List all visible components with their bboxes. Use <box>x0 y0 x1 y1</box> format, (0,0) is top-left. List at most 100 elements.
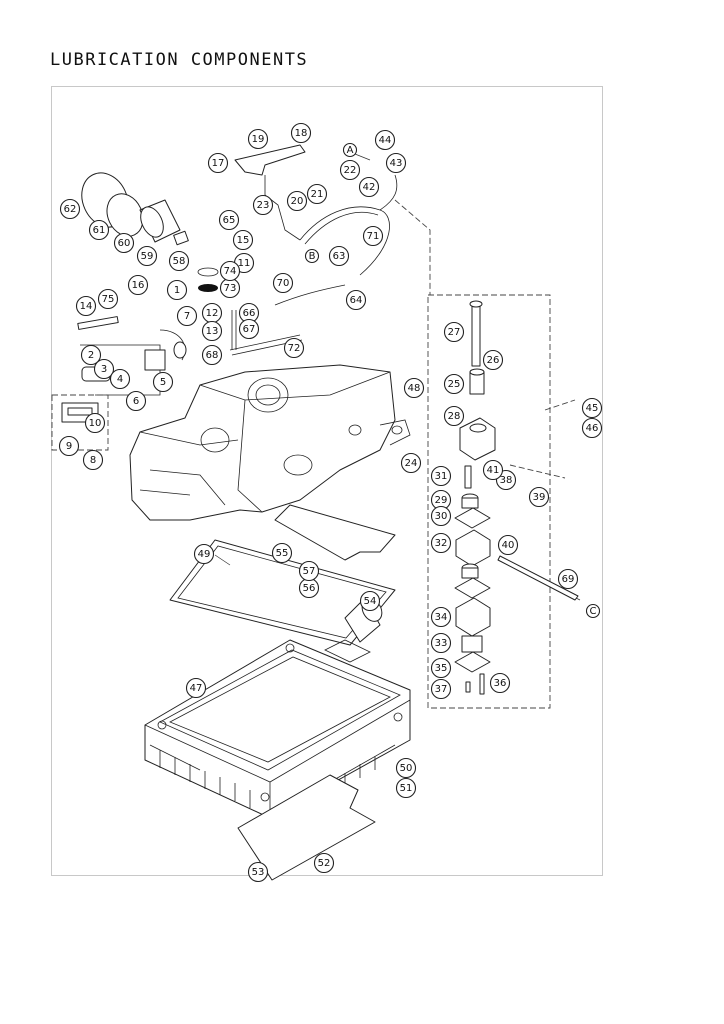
callout-label: 39 <box>533 492 546 503</box>
callout-label: 5 <box>160 377 166 388</box>
callout-label: 24 <box>405 458 418 469</box>
callout-circle <box>313 852 335 874</box>
callout-39: 39 <box>528 486 550 508</box>
callout-9: 9 <box>58 435 80 457</box>
callout-circle <box>283 337 305 359</box>
callout-28: 28 <box>443 405 465 427</box>
callout-circle <box>298 560 320 582</box>
callout-circle <box>395 757 417 779</box>
callout-24: 24 <box>400 452 422 474</box>
callout-circle <box>201 344 223 366</box>
callout-circle <box>136 245 158 267</box>
callout-label: 38 <box>500 475 513 486</box>
callout-label: 28 <box>448 411 461 422</box>
callout-circle <box>247 128 269 150</box>
callout-circle <box>430 657 452 679</box>
callout-label: 59 <box>141 251 154 262</box>
callout-circle <box>342 142 358 158</box>
callout-label: 62 <box>64 204 77 215</box>
callout-circle <box>232 229 254 251</box>
callout-circle <box>218 209 240 231</box>
callout-label: 13 <box>206 326 219 337</box>
callout-56: 56 <box>298 577 320 599</box>
callout-circle <box>430 505 452 527</box>
callout-c: C <box>585 603 601 619</box>
callout-label: 35 <box>435 663 448 674</box>
callout-label: 70 <box>277 278 290 289</box>
callout-label: 21 <box>311 189 324 200</box>
callout-59: 59 <box>136 245 158 267</box>
callout-label: B <box>309 251 316 262</box>
callout-label: 41 <box>487 465 500 476</box>
callout-label: 33 <box>435 638 448 649</box>
callout-label: 71 <box>367 231 380 242</box>
callout-circle <box>430 632 452 654</box>
callout-label: 18 <box>295 128 308 139</box>
callout-label: 2 <box>88 350 94 361</box>
callout-63: 63 <box>328 245 350 267</box>
callout-label: 31 <box>435 471 448 482</box>
callout-circle <box>219 260 241 282</box>
callout-17: 17 <box>207 152 229 174</box>
callout-circle <box>176 305 198 327</box>
callout-label: 42 <box>363 182 376 193</box>
callout-73: 73 <box>219 277 241 299</box>
callout-label: 16 <box>132 280 145 291</box>
callout-circle <box>430 606 452 628</box>
callout-label: 7 <box>184 311 190 322</box>
callout-45: 45 <box>581 397 603 419</box>
callout-circle <box>166 279 188 301</box>
callout-label: 15 <box>237 235 250 246</box>
callout-50: 50 <box>395 757 417 779</box>
callout-circle <box>58 435 80 457</box>
callout-label: 58 <box>173 256 186 267</box>
callout-label: 48 <box>408 383 421 394</box>
callout-60: 60 <box>113 232 135 254</box>
callout-label: 51 <box>400 783 413 794</box>
callout-circle <box>113 232 135 254</box>
callout-label: 8 <box>90 455 96 466</box>
callout-62: 62 <box>59 198 81 220</box>
callout-14: 14 <box>75 295 97 317</box>
callout-36: 36 <box>489 672 511 694</box>
callout-40: 40 <box>497 534 519 556</box>
callout-circle <box>290 122 312 144</box>
callout-70: 70 <box>272 272 294 294</box>
page-title: LUBRICATION COMPONENTS <box>50 50 309 70</box>
callout-circle <box>75 295 97 317</box>
callout-label: 68 <box>206 350 219 361</box>
callout-58: 58 <box>168 250 190 272</box>
callout-label: 67 <box>243 324 256 335</box>
callout-circle <box>82 449 104 471</box>
callout-label: 45 <box>586 403 599 414</box>
callout-circle <box>80 344 102 366</box>
callout-label: 53 <box>252 867 265 878</box>
callout-31: 31 <box>430 465 452 487</box>
callout-circle <box>443 405 465 427</box>
callout-label: 47 <box>190 683 203 694</box>
callout-circle <box>528 486 550 508</box>
callout-71: 71 <box>362 225 384 247</box>
callout-68: 68 <box>201 344 223 366</box>
callout-circle <box>482 349 504 371</box>
callout-33: 33 <box>430 632 452 654</box>
callout-48: 48 <box>403 377 425 399</box>
callout-35: 35 <box>430 657 452 679</box>
callout-34: 34 <box>430 606 452 628</box>
callout-circle <box>88 219 110 241</box>
callout-label: 14 <box>80 301 93 312</box>
callout-label: 34 <box>435 612 448 623</box>
callout-21: 21 <box>306 183 328 205</box>
callout-18: 18 <box>290 122 312 144</box>
callout-8: 8 <box>82 449 104 471</box>
callout-37: 37 <box>430 678 452 700</box>
diagram-frame <box>51 86 603 876</box>
callout-circle <box>557 568 579 590</box>
callout-circle <box>252 194 274 216</box>
callout-circle <box>328 245 350 267</box>
callout-label: 37 <box>435 684 448 695</box>
callout-label: 43 <box>390 158 403 169</box>
callout-65: 65 <box>218 209 240 231</box>
callout-51: 51 <box>395 777 417 799</box>
callout-22: 22 <box>339 159 361 181</box>
